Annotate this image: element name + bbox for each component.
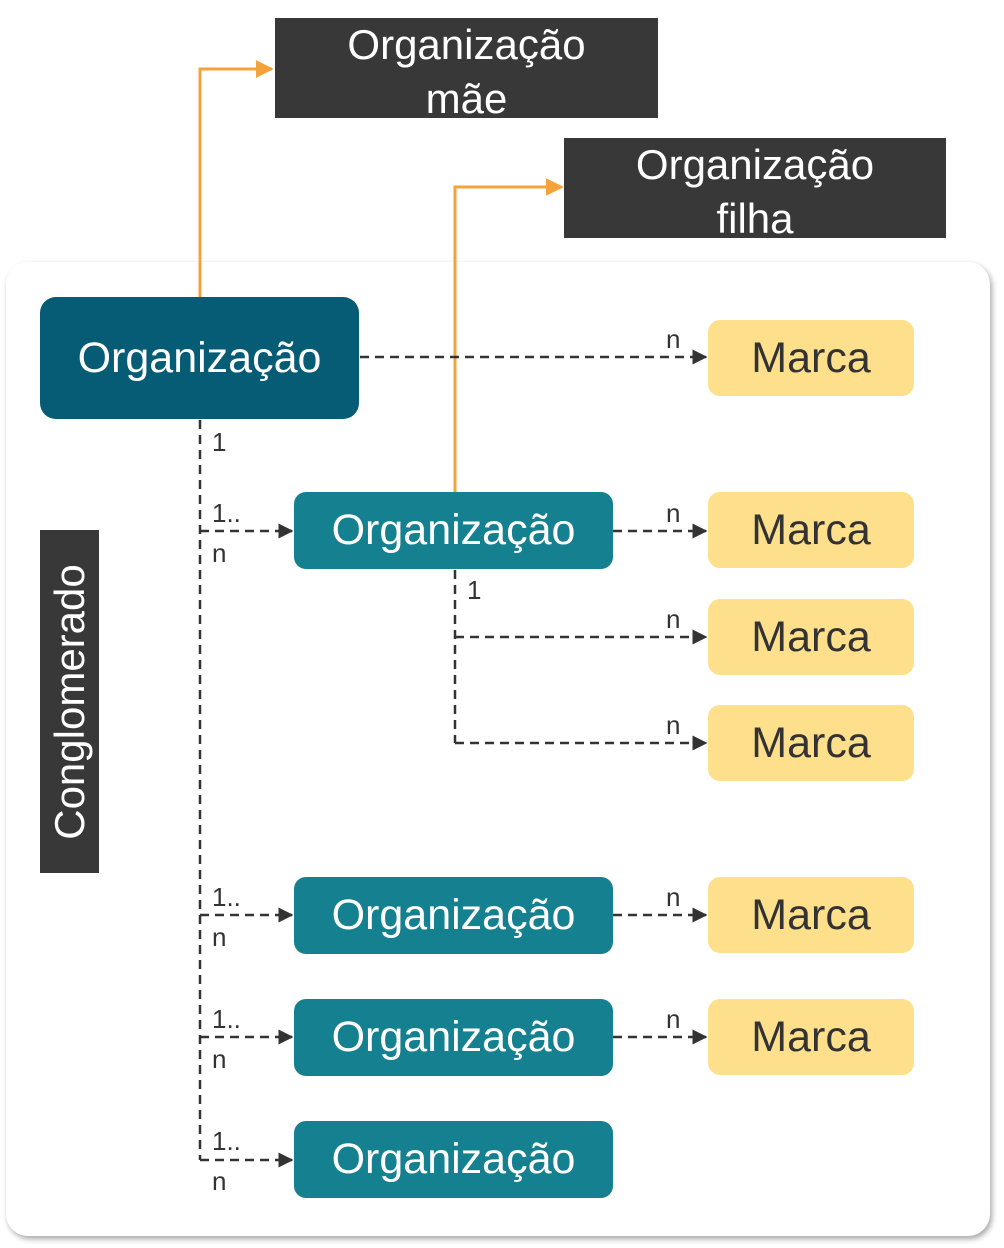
brand-child-1c: Marca: [708, 705, 914, 781]
cardinality-n: n: [666, 710, 681, 740]
brand-child-2: Marca: [708, 877, 914, 953]
cardinality-one-to-many: n: [212, 1044, 227, 1074]
parent-organization-label: Organização mãe: [275, 18, 658, 122]
cardinality-one-to-many: n: [212, 1166, 227, 1196]
conglomerate-label: Conglomerado: [40, 530, 99, 873]
brand-child-3: Marca: [708, 999, 914, 1075]
cardinality-n: n: [666, 324, 681, 354]
cardinality-one-to-many: 1..: [212, 498, 241, 528]
root-organization: Organização: [40, 297, 359, 419]
cardinality-n: n: [666, 604, 681, 634]
cardinality-one-to-many: n: [212, 922, 227, 952]
child-organization-4: Organização: [294, 1121, 613, 1198]
cardinality-n: n: [666, 498, 681, 528]
cardinality-one-to-many: 1..: [212, 882, 241, 912]
brand-child-1a: Marca: [708, 492, 914, 568]
cardinality-n: n: [666, 1004, 681, 1034]
cardinality-one-to-many: n: [212, 538, 227, 568]
cardinality-one-to-many: 1..: [212, 1126, 241, 1156]
brand-child-1b: Marca: [708, 599, 914, 675]
brand-root: Marca: [708, 320, 914, 396]
child-organization-label: Organização filha: [564, 138, 946, 242]
child-organization-2: Organização: [294, 877, 613, 954]
child-organization-3: Organização: [294, 999, 613, 1076]
cardinality-one: 1: [212, 427, 227, 457]
child-organization-1: Organização: [294, 492, 613, 569]
cardinality-n: n: [666, 882, 681, 912]
cardinality-one-to-many: 1..: [212, 1004, 241, 1034]
cardinality-one: 1: [467, 575, 482, 605]
